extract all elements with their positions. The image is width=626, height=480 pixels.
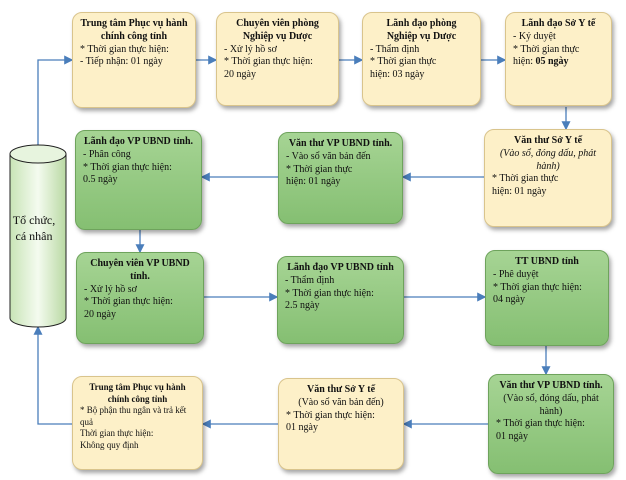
step-line: - Xử lý hồ sơ <box>84 283 137 295</box>
step-title: Văn thư VP UBND tỉnh. <box>499 380 603 391</box>
step-note: (Vào sổ văn bản đến) <box>298 396 384 408</box>
step-line: * Thời gian thực hiện: <box>496 418 585 430</box>
step-title: Lãnh đạo Sở Y tế <box>521 18 596 29</box>
step-title: Trung tâm Phục vụ hành chính công tỉnh <box>89 382 186 404</box>
arrow-s13-to-citizen <box>33 325 72 425</box>
step-line: 01 ngày <box>286 422 318 434</box>
step-line: hiện: 03 ngày <box>370 69 425 81</box>
step-note: (Vào sổ, đóng dấu, phát hành) <box>499 147 597 172</box>
step-line: * Thời gian thực hiện: <box>224 56 313 68</box>
step-line: - Phê duyệt <box>493 268 539 280</box>
step-title: Chuyên viên VP UBND tỉnh. <box>90 258 190 282</box>
step-line: hiện: 01 ngày <box>286 176 341 188</box>
step-note: (Vào sổ, đóng dấu, phát hành) <box>503 392 599 417</box>
step-line: hiện: 01 ngày <box>492 186 547 198</box>
arrow-citizen-to-s1 <box>37 55 74 148</box>
step-line: - Thẩm định <box>370 43 420 55</box>
step-title: Văn thư Sở Y tế <box>513 135 583 146</box>
step-ubnd-standing-approve: TT UBND tỉnh - Phê duyệt * Thời gian thự… <box>485 250 609 346</box>
step-line: * Thời gian thực hiện: <box>493 281 582 293</box>
step-line-text: hiện: <box>513 56 536 68</box>
step-line: * Thời gian thực <box>286 163 353 175</box>
step-line: hiện: 05 ngày <box>513 56 604 69</box>
step-line: * Thời gian thực hiện: <box>80 43 169 55</box>
step-line: - Vào sổ văn bản đến <box>286 150 371 162</box>
step-title: Văn thư Sở Y tế <box>306 384 376 395</box>
step-line: 2.5 ngày <box>285 300 320 312</box>
step-title: Lãnh đạo phòng Nghiệp vụ Dược <box>386 18 457 42</box>
step-line: 20 ngày <box>224 69 256 81</box>
step-line: 04 ngày <box>493 294 525 306</box>
step-line: * Thời gian thực <box>370 56 437 68</box>
step-health-dept-lead: Lãnh đạo Sở Y tế - Ký duyệt * Thời gian … <box>505 12 612 106</box>
step-line: - Tiếp nhận: 01 ngày <box>80 56 163 68</box>
step-health-dept-clerk-out: Văn thư Sở Y tế (Vào sổ, đóng dấu, phát … <box>484 129 612 227</box>
step-line: - Phân công <box>83 148 131 160</box>
step-line: - Xử lý hồ sơ <box>224 43 277 55</box>
step-ubnd-clerk-in: Văn thư VP UBND tỉnh. - Vào sổ văn bản đ… <box>278 132 403 224</box>
step-line: * Bộ phận thu ngân và trả kết quả <box>80 405 187 427</box>
step-title: Văn thư VP UBND tỉnh. <box>288 138 393 149</box>
step-line: * Thời gian thực hiện: <box>84 296 173 308</box>
step-line: Không quy định <box>80 439 139 450</box>
step-ubnd-clerk-out: Văn thư VP UBND tỉnh. (Vào sổ, đóng dấu,… <box>488 374 614 474</box>
step-pharma-specialist: Chuyên viên phòng Nghiệp vụ Dược - Xử lý… <box>216 12 339 106</box>
step-title: Lãnh đạo VP UBND tỉnh <box>287 262 394 273</box>
step-line: - Ký duyệt <box>513 30 556 42</box>
step-line: * Thời gian thực hiện: <box>286 409 375 421</box>
step-service-center-return: Trung tâm Phục vụ hành chính công tỉnh *… <box>72 376 203 470</box>
step-line: 01 ngày <box>496 431 528 443</box>
step-service-center-receive: Trung tâm Phục vụ hành chính công tỉnh *… <box>72 12 196 108</box>
step-line: * Thời gian thực hiện: <box>83 161 172 173</box>
step-line: 20 ngày <box>84 309 116 321</box>
step-ubnd-specialist: Chuyên viên VP UBND tỉnh. - Xử lý hồ sơ … <box>76 252 204 344</box>
step-ubnd-office-lead-assign: Lãnh đạo VP UBND tỉnh. - Phân công * Thờ… <box>75 130 202 230</box>
citizen-cylinder <box>9 144 67 328</box>
step-title: Chuyên viên phòng Nghiệp vụ Dược <box>236 18 319 42</box>
step-health-dept-clerk-in: Văn thư Sở Y tế (Vào sổ văn bản đến) * T… <box>278 378 404 470</box>
step-title: Lãnh đạo VP UBND tỉnh. <box>83 136 194 147</box>
step-line: * Thời gian thực <box>513 43 580 55</box>
step-ubnd-office-lead-review: Lãnh đạo VP UBND tỉnh - Thẩm định * Thời… <box>277 256 404 344</box>
step-line: - Thẩm định <box>285 274 335 286</box>
step-pharma-lead: Lãnh đạo phòng Nghiệp vụ Dược - Thẩm địn… <box>362 12 481 106</box>
step-line: Thời gian thực hiện: <box>80 428 154 439</box>
step-title: TT UBND tỉnh <box>515 256 579 267</box>
citizen-label: Tổ chức, cá nhân <box>12 213 56 244</box>
step-duration-emph: 05 ngày <box>535 56 569 68</box>
step-line: 0.5 ngày <box>83 174 118 186</box>
step-title: Trung tâm Phục vụ hành chính công tỉnh <box>80 18 188 42</box>
step-line: * Thời gian thực <box>492 173 559 185</box>
step-line: * Thời gian thực hiện: <box>285 287 374 299</box>
